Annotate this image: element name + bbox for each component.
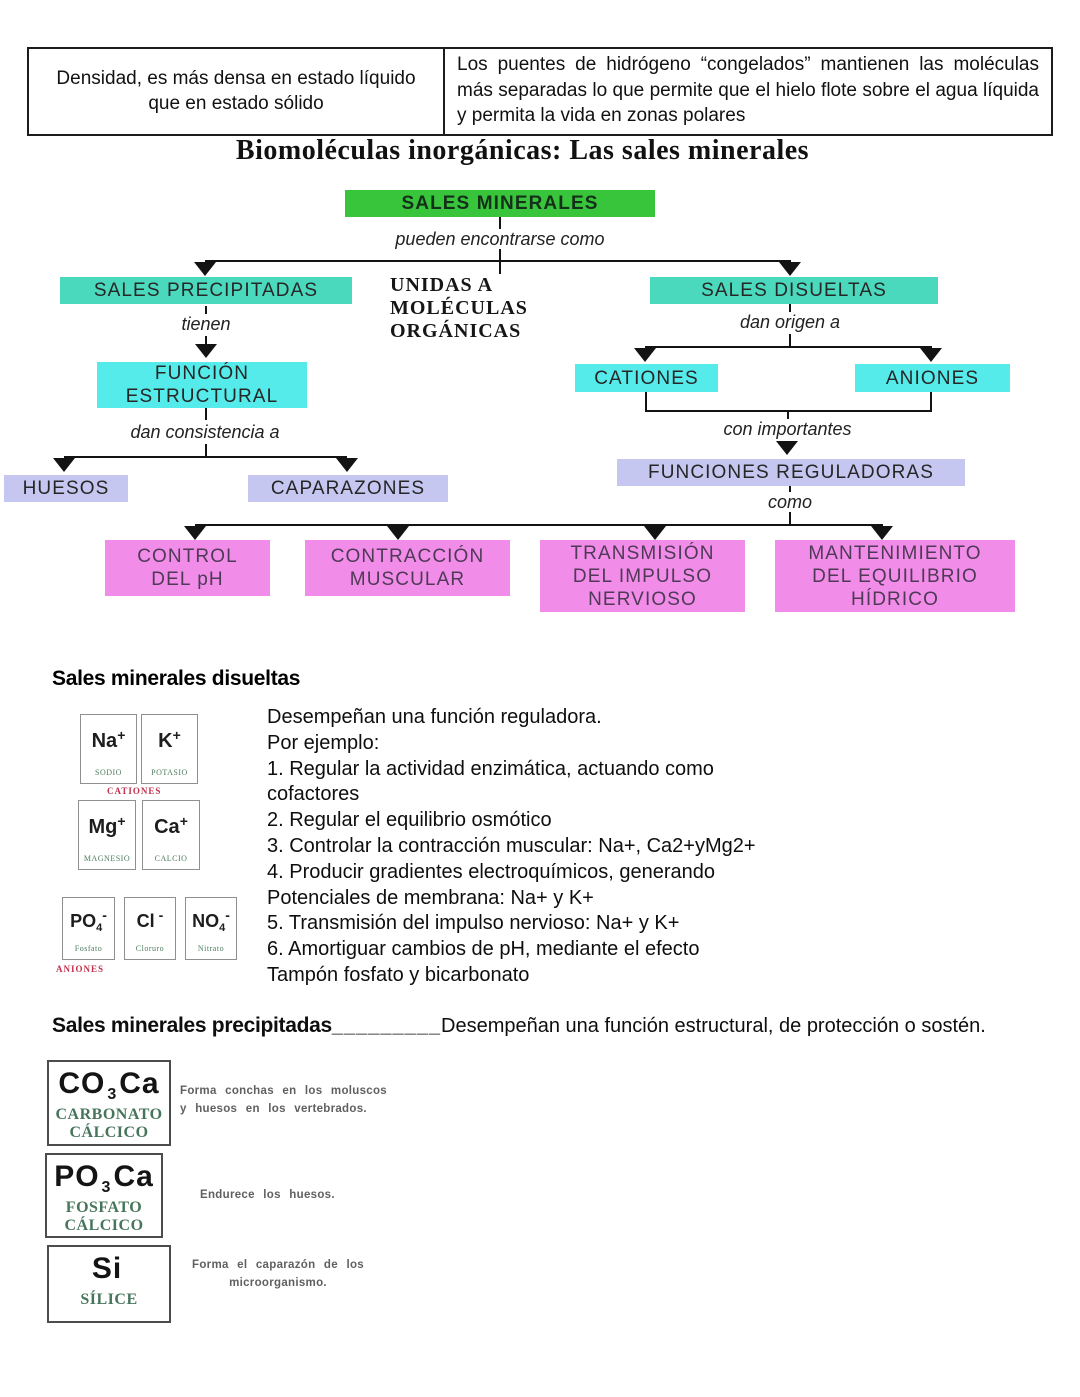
connector-line — [205, 260, 791, 262]
node-funciones-reguladoras: FUNCIONES REGULADORAS — [617, 459, 965, 486]
connector-line — [645, 410, 932, 412]
compound-name: FOSFATO CÁLCICO — [64, 1199, 144, 1234]
arrow-down-icon — [194, 262, 216, 276]
ion-name: Fosfato — [74, 944, 103, 953]
compound-card-silice: Si SÍLICE — [47, 1245, 171, 1323]
edge-label-tienen: tienen — [181, 314, 231, 334]
compound-desc-silice: Forma el caparazón de los microorganismo… — [192, 1259, 364, 1289]
arrow-down-icon — [779, 262, 801, 276]
ion-name: Nitrato — [197, 944, 225, 953]
ion-card-nitrato: NO4- Nitrato — [185, 897, 237, 960]
section-heading-disueltas: Sales minerales disueltas — [52, 667, 301, 690]
edge-label-dan-consistencia: dan consistencia a — [130, 422, 280, 442]
connector-line — [787, 412, 789, 419]
connector-line — [195, 524, 883, 526]
connector-line — [789, 486, 791, 492]
connector-line — [499, 217, 501, 229]
compound-desc-carbonato: Forma conchas en los moluscos y huesos e… — [180, 1085, 388, 1115]
edge-label-como: como — [767, 492, 812, 512]
ion-symbol: Mg+ — [88, 813, 126, 838]
precipitadas-heading: Sales minerales precipitadas — [52, 1014, 332, 1037]
connector-line — [205, 444, 207, 456]
ion-symbol: K+ — [158, 727, 181, 752]
node-contraccion-muscular: CONTRACCIÓN MUSCULAR — [305, 540, 510, 596]
ion-card-potasio: K+ POTASIO — [141, 714, 198, 784]
arrow-down-icon — [387, 526, 409, 540]
hydrogen-bonds-cell: Los puentes de hidrógeno “congelados” ma… — [443, 49, 1051, 134]
node-cationes: CATIONES — [575, 364, 718, 392]
arrow-down-icon — [336, 458, 358, 472]
regulatory-function-text: Desempeñan una función reguladora. Por e… — [267, 706, 756, 986]
arrow-down-icon — [644, 526, 666, 540]
connector-line — [205, 306, 207, 314]
connector-line — [499, 249, 501, 260]
ion-card-calcio: Ca+ CALCIO — [142, 800, 200, 870]
ion-card-fosfato: PO4- Fosfato — [62, 897, 115, 960]
ion-name: CALCIO — [154, 854, 188, 863]
connector-line — [64, 456, 347, 458]
ion-name: MAGNESIO — [83, 854, 131, 863]
connector-line — [789, 334, 791, 348]
ion-card-cloruro: Cl- Cloruro — [124, 897, 176, 960]
node-unidas-a-moleculas: UNIDAS A MOLÉCULAS ORGÁNICAS — [390, 274, 528, 342]
node-control-ph: CONTROL DEL pH — [105, 540, 270, 596]
compound-desc-fosfato: Endurece los huesos. — [200, 1189, 335, 1201]
precipitadas-lead: Desempeñan una función estructural, de p… — [441, 1015, 986, 1037]
ion-name: POTASIO — [151, 768, 188, 777]
node-aniones: ANIONES — [855, 364, 1010, 392]
ion-symbol: PO4- — [70, 907, 107, 934]
node-huesos: HUESOS — [4, 475, 128, 502]
node-mantenimiento-equilibrio: MANTENIMIENTO DEL EQUILIBRIO HÍDRICO — [775, 540, 1015, 612]
connector-line — [930, 392, 932, 412]
connector-line — [205, 408, 207, 420]
compound-name: SÍLICE — [80, 1291, 138, 1308]
ion-name: Cloruro — [135, 944, 165, 953]
connector-line — [789, 512, 791, 524]
concept-map: SALES MINERALES pueden encontrarse como … — [0, 182, 1080, 622]
connector-line — [645, 346, 932, 348]
edge-label-pueden: pueden encontrarse como — [395, 229, 605, 249]
density-cell: Densidad, es más densa en estado líquido… — [56, 68, 416, 115]
cationes-label: CATIONES — [107, 786, 162, 796]
ion-symbol: Ca+ — [154, 813, 188, 838]
arrow-down-icon — [776, 441, 798, 455]
section-heading-precipitadas: Sales minerales precipitadas_________Des… — [52, 1014, 986, 1038]
underscore-run: _________ — [331, 1015, 442, 1037]
connector-line — [499, 262, 501, 274]
edge-label-dan-origen: dan origen a — [739, 312, 841, 332]
compound-name: CARBONATO CÁLCICO — [55, 1106, 163, 1141]
arrow-down-icon — [920, 348, 942, 362]
arrow-down-icon — [184, 526, 206, 540]
arrow-down-icon — [195, 344, 217, 358]
ion-symbol: Cl- — [136, 907, 164, 931]
ion-name: SODIO — [95, 768, 122, 777]
ion-symbol: NO4- — [192, 907, 230, 934]
compound-formula: Si — [91, 1252, 123, 1285]
aniones-label: ANIONES — [56, 964, 105, 974]
connector-line — [205, 336, 207, 344]
node-sales-disueltas: SALES DISUELTAS — [650, 277, 938, 304]
ion-card-magnesio: Mg+ MAGNESIO — [78, 800, 136, 870]
arrow-down-icon — [634, 348, 656, 362]
ion-card-sodio: Na+ SODIO — [80, 714, 137, 784]
node-caparazones: CAPARAZONES — [248, 475, 448, 502]
connector-line — [645, 392, 647, 412]
arrow-down-icon — [871, 526, 893, 540]
node-funcion-estructural: FUNCIÓN ESTRUCTURAL — [97, 362, 307, 408]
arrow-down-icon — [53, 458, 75, 472]
edge-label-con-importantes: con importantes — [723, 419, 852, 439]
top-table: Densidad, es más densa en estado líquido… — [27, 47, 1053, 136]
ion-symbol: Na+ — [91, 727, 126, 752]
node-sales-minerales: SALES MINERALES — [345, 190, 655, 217]
node-transmision-impulso: TRANSMISIÓN DEL IMPULSO NERVIOSO — [540, 540, 745, 612]
page-title: Biomoléculas inorgánicas: Las sales mine… — [235, 135, 810, 166]
connector-line — [789, 304, 791, 312]
node-sales-precipitadas: SALES PRECIPITADAS — [60, 277, 352, 304]
